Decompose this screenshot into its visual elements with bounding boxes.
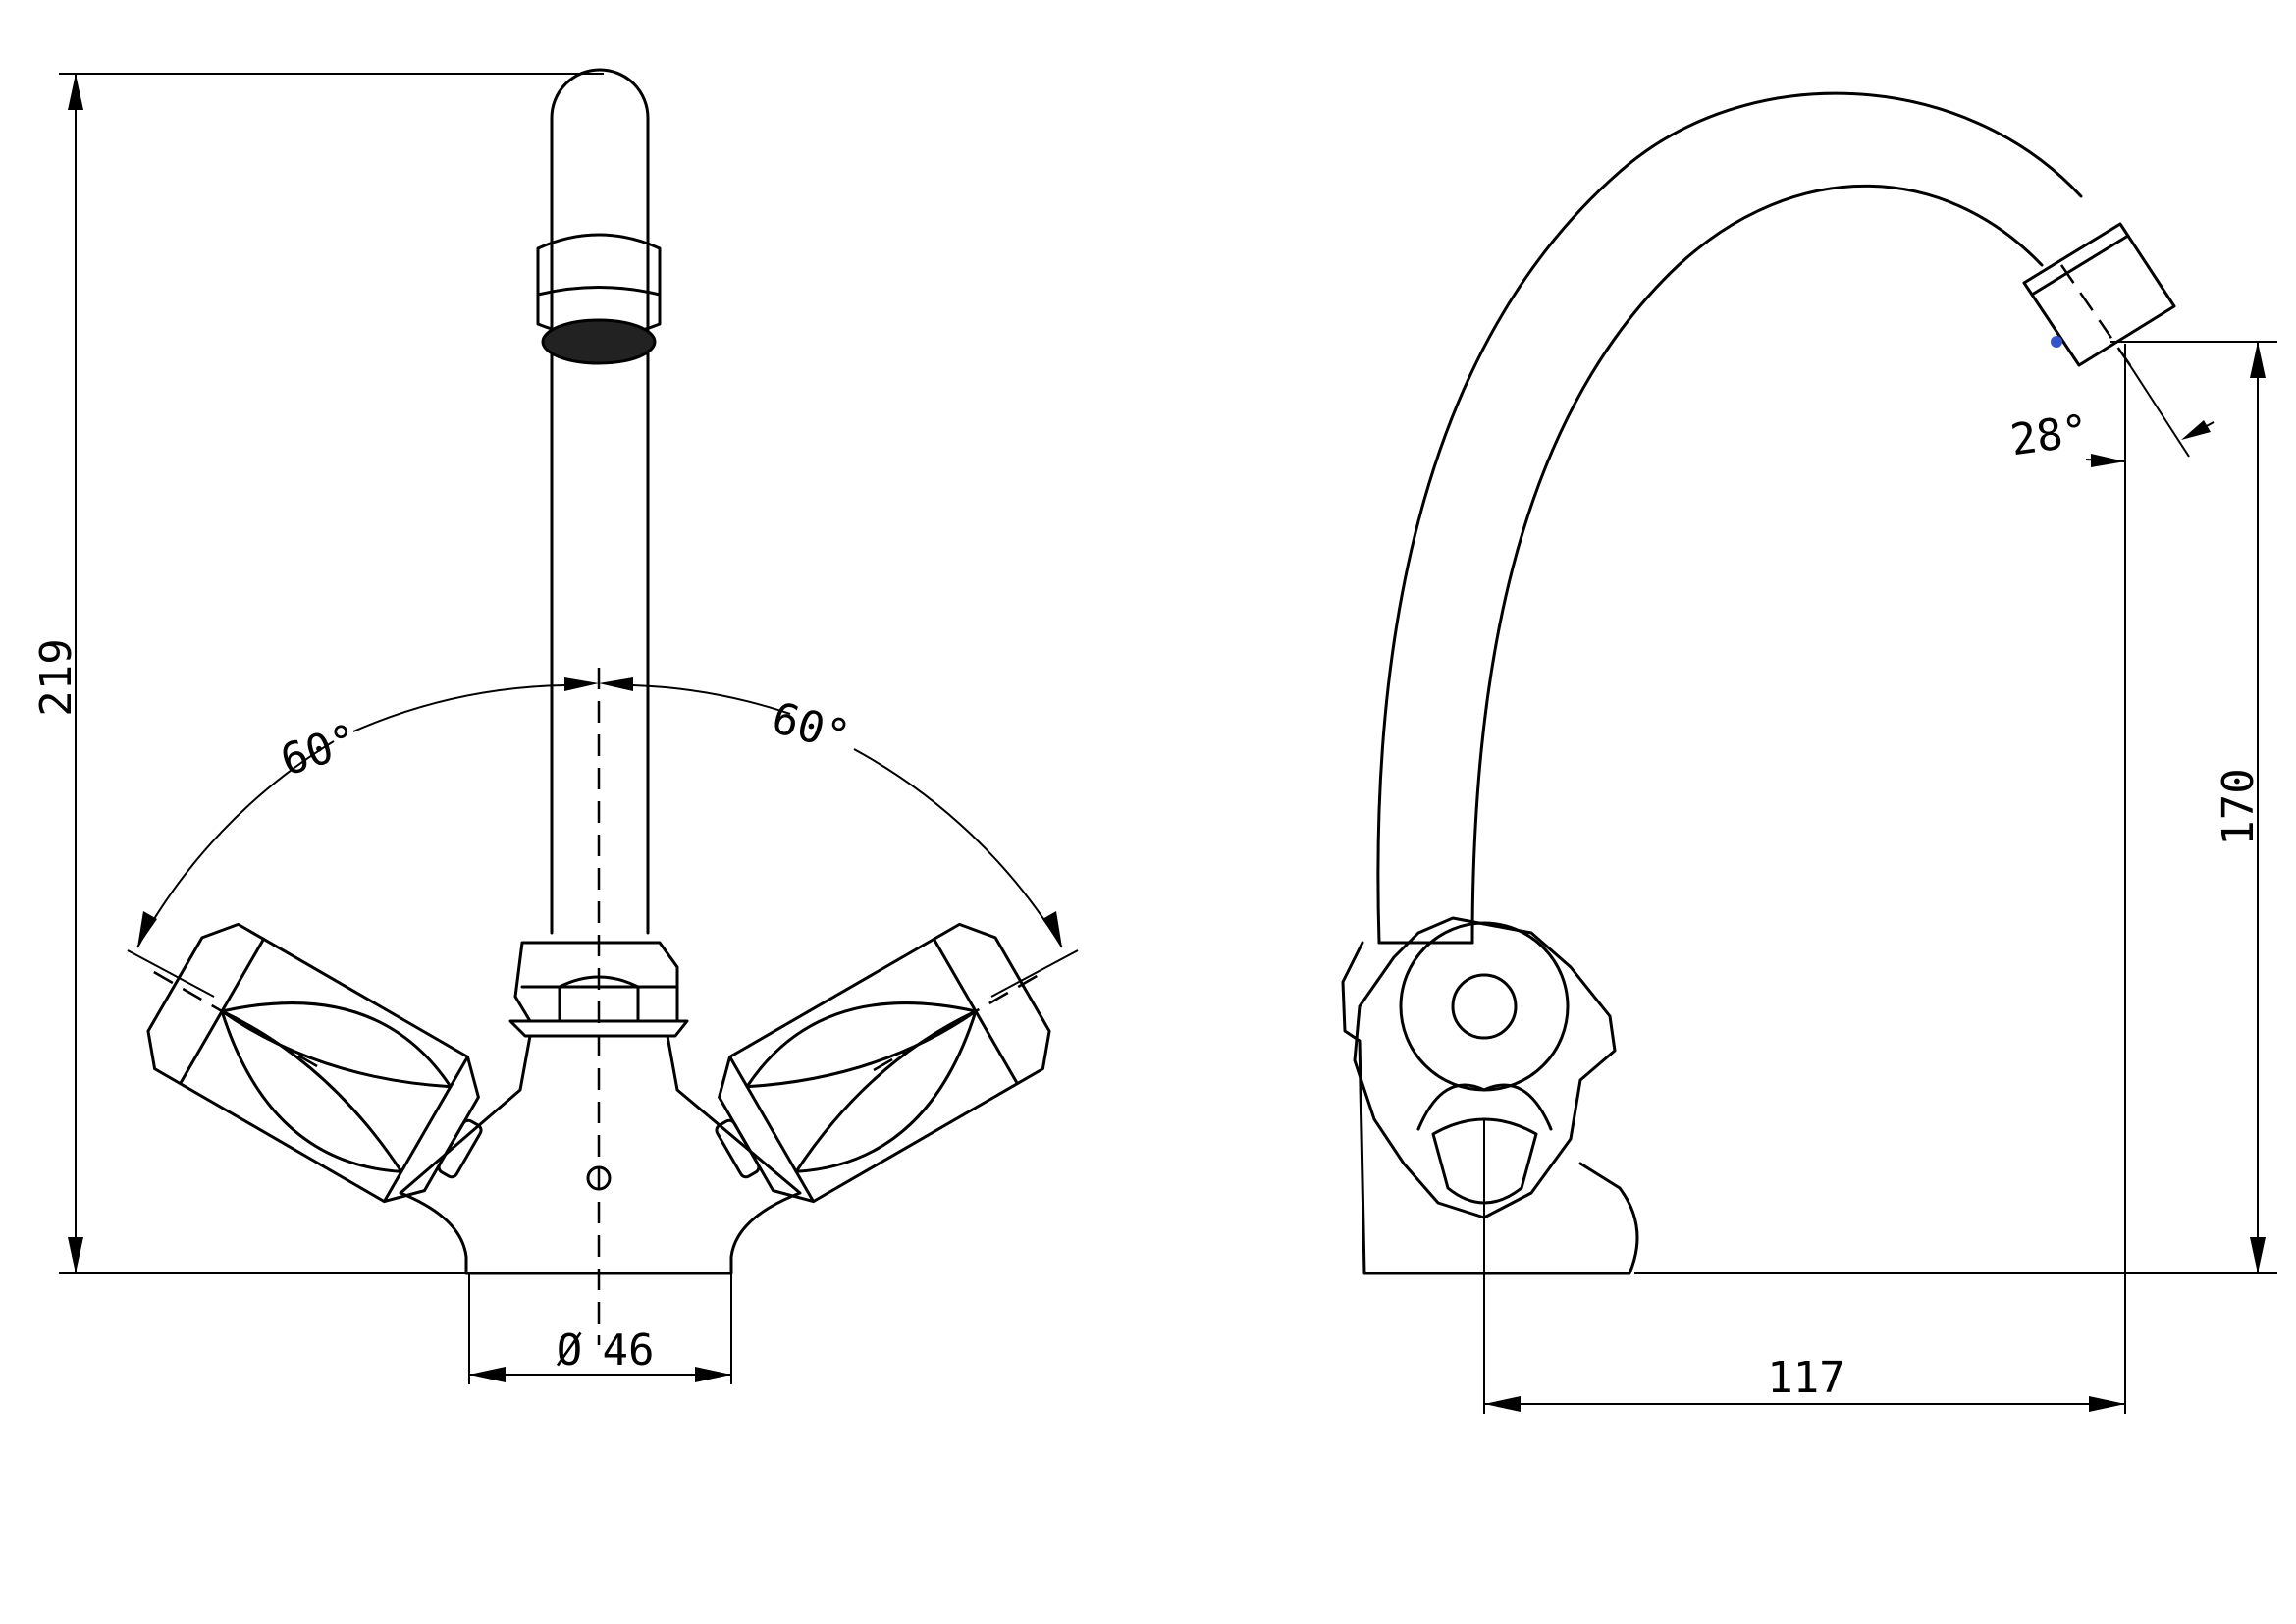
spout-reach-label: 117 — [1767, 1353, 1844, 1403]
base-diameter-symbol: Ø — [557, 1326, 583, 1376]
front-spout — [536, 68, 662, 935]
angle-left-label: 60° — [275, 715, 364, 786]
height-dimension: 219 — [31, 73, 604, 1274]
side-view: 170 28° 117 — [1341, 91, 2277, 1414]
aerator-angle-dimension: 28° — [2007, 344, 2215, 1414]
side-spout — [1376, 91, 2176, 945]
base-diameter-dimension: Ø 46 — [468, 1273, 732, 1384]
left-handle — [146, 922, 483, 1204]
side-body — [1341, 941, 1639, 1275]
body-screw — [586, 1165, 612, 1191]
right-handle — [715, 922, 1051, 1204]
aerator-marker — [2051, 336, 2062, 348]
aerator-outlet — [541, 318, 657, 365]
front-body — [399, 941, 802, 1275]
spout-height-label: 170 — [2214, 768, 2264, 845]
angle-dimensions: 60° 60° — [127, 677, 1079, 998]
spout-reach-dimension: 117 — [1483, 1119, 2125, 1414]
spout-height-dimension: 170 — [1634, 341, 2277, 1274]
angle-right-label: 60° — [767, 693, 855, 763]
aerator-angle-label: 28° — [2007, 406, 2092, 466]
height-dimension-label: 219 — [31, 638, 81, 716]
side-handle — [1353, 916, 1617, 1219]
base-diameter-value: 46 — [603, 1326, 655, 1376]
front-view: 219 60° 60° — [31, 68, 1079, 1384]
